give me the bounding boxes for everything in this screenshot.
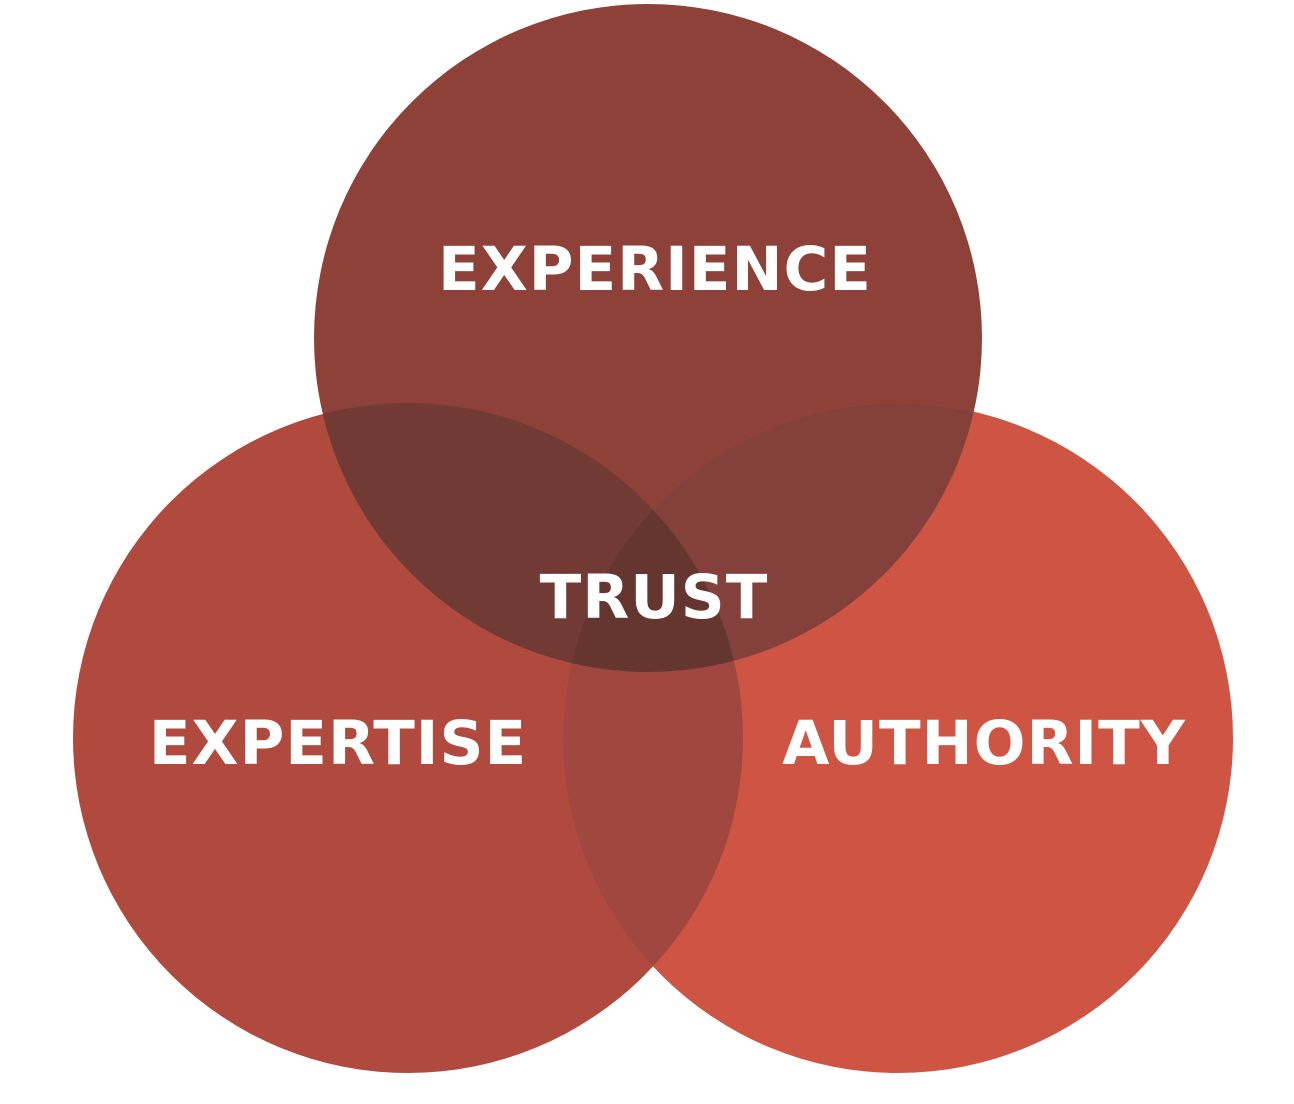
experience-authority-overlap-fill <box>563 403 982 672</box>
experience-label: EXPERIENCE <box>438 234 872 305</box>
trust-label: TRUST <box>540 562 769 633</box>
experience-authority-overlap <box>563 403 982 672</box>
authority-label: AUTHORITY <box>782 708 1186 779</box>
expertise-label: EXPERTISE <box>149 708 527 779</box>
experience-expertise-overlap-fill <box>314 403 743 672</box>
experience-expertise-overlap <box>314 403 743 672</box>
